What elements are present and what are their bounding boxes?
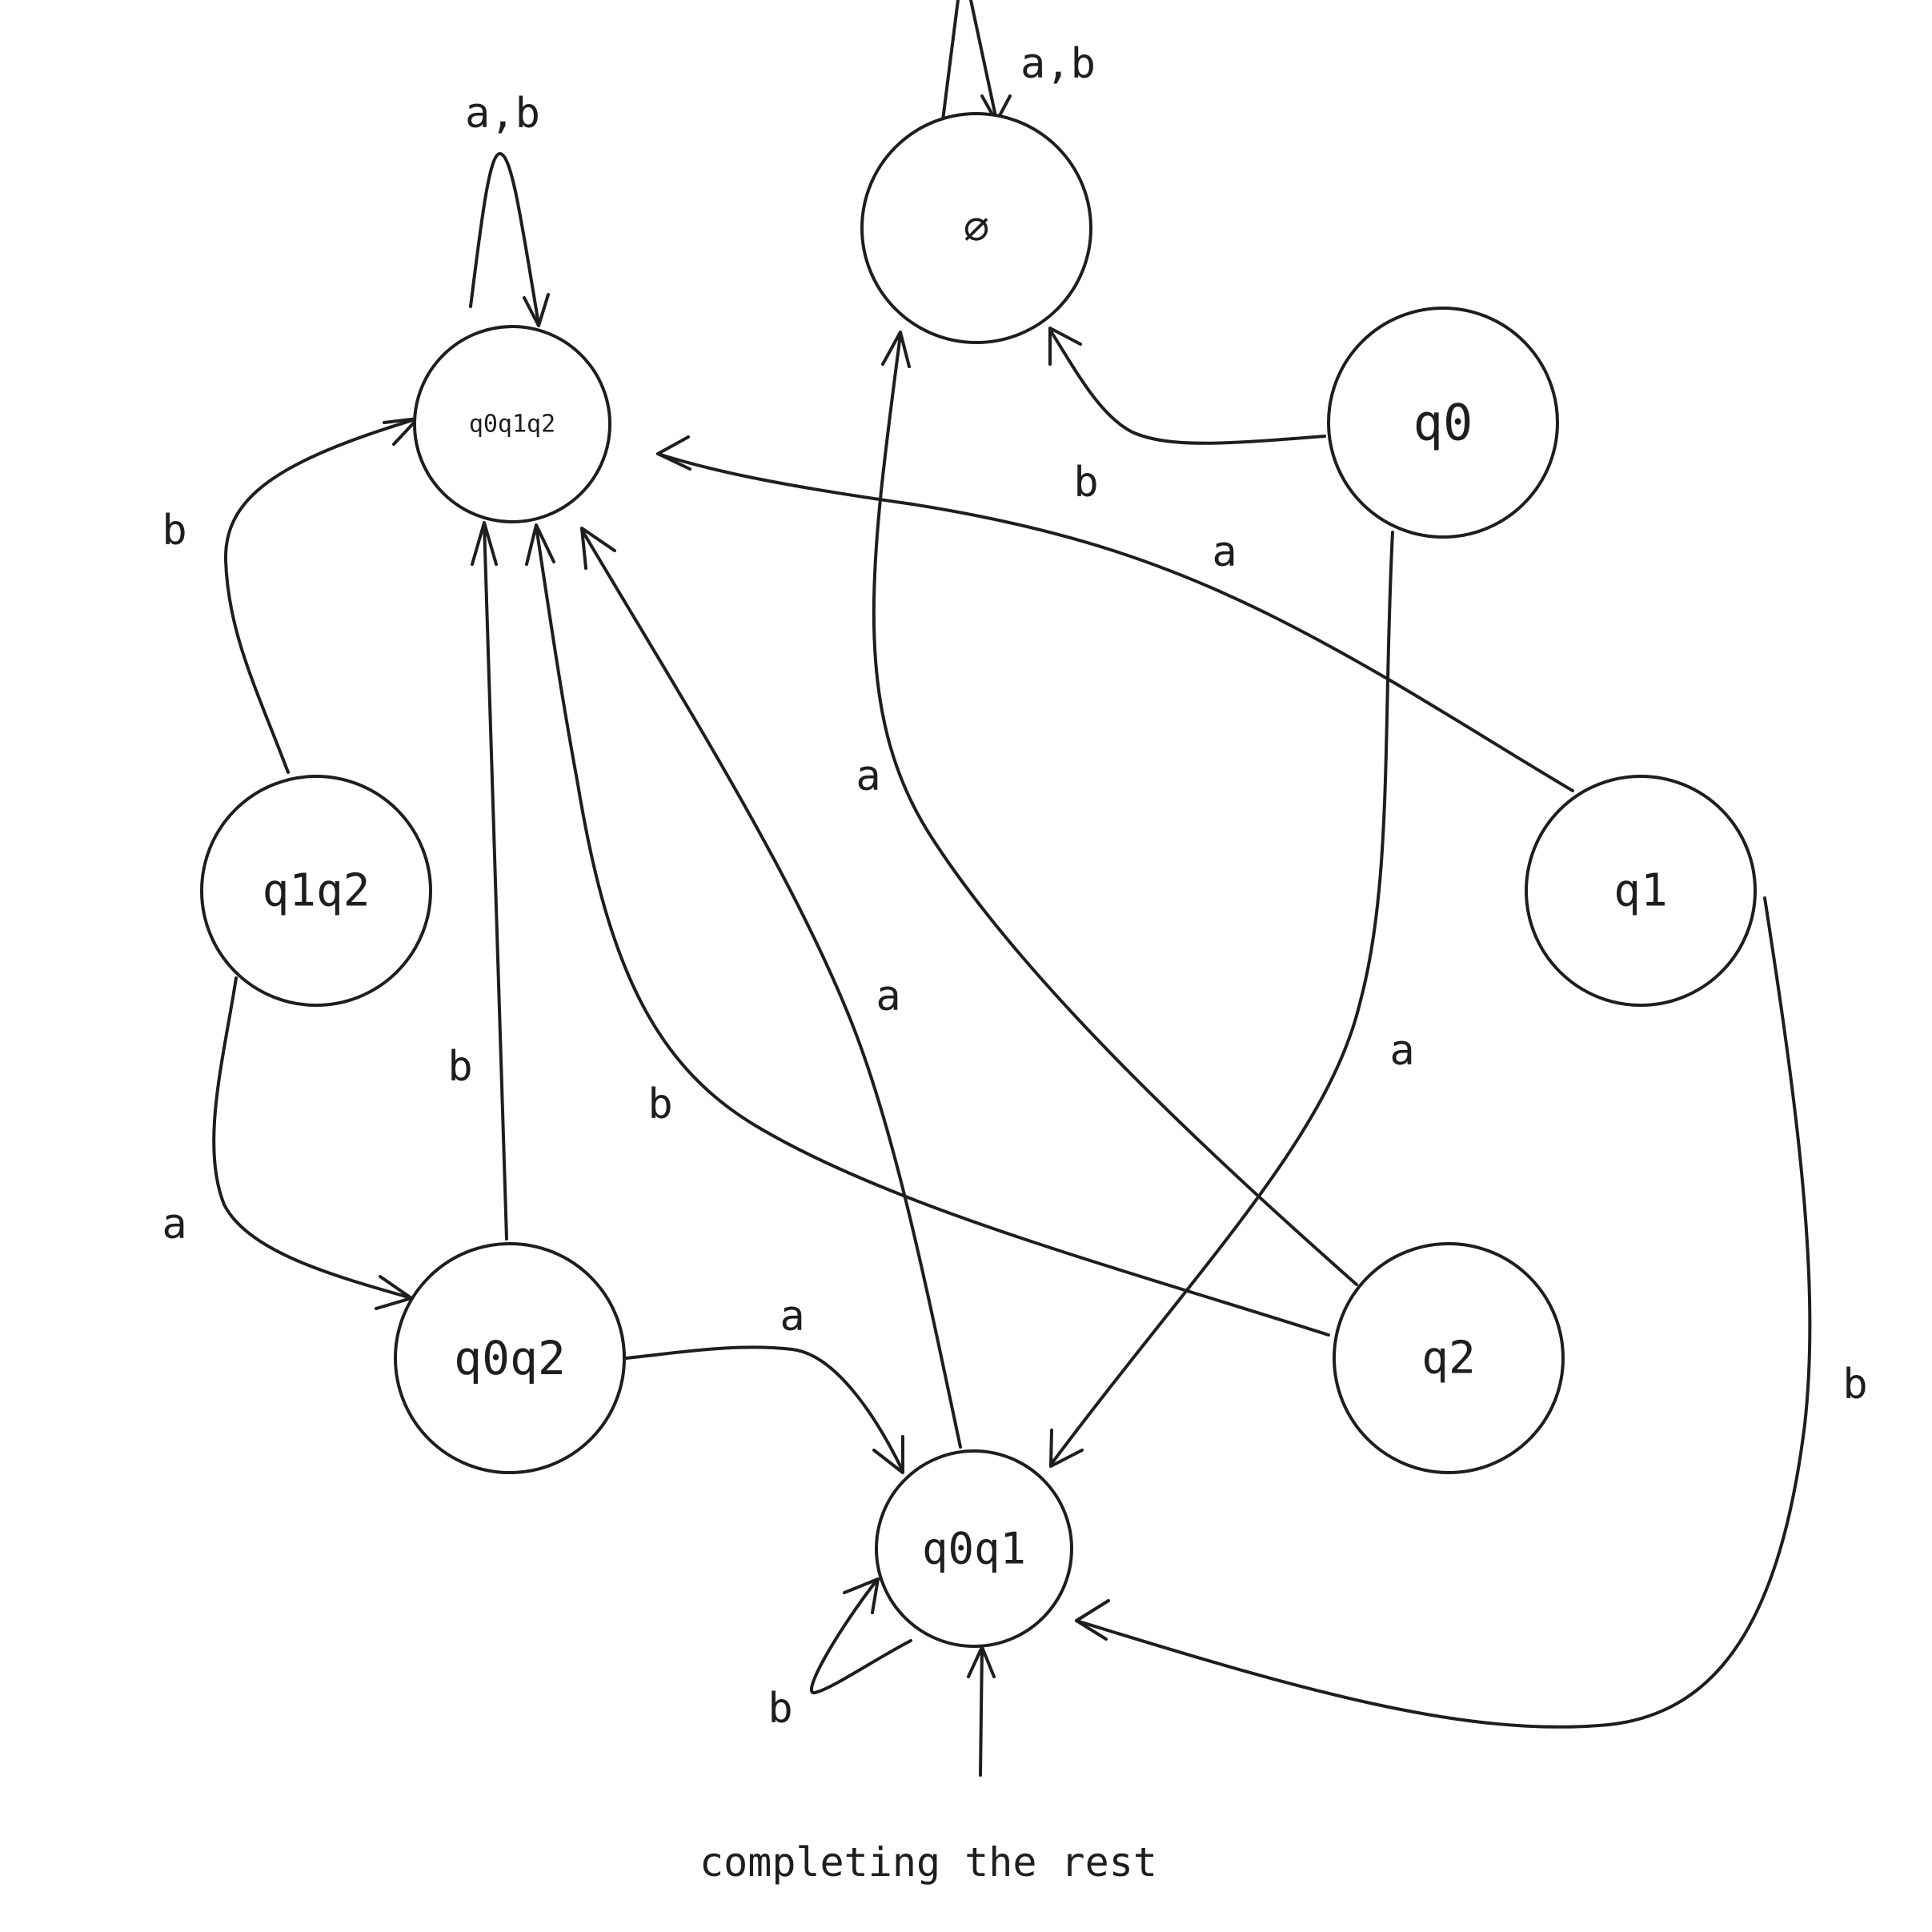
edge-q1-to-q0q1	[1075, 896, 1812, 1729]
state-label: q1	[1613, 865, 1667, 917]
edge-label: b	[647, 1080, 672, 1128]
edge-label: a	[856, 752, 880, 800]
edge-label: a,b	[1020, 40, 1096, 88]
state-label: q0q2	[454, 1331, 566, 1385]
arrowhead-icon	[1049, 1429, 1084, 1468]
edge-label: a	[780, 1293, 804, 1341]
arrowhead-icon	[656, 435, 691, 471]
edge-q0-to-empty	[1048, 328, 1326, 445]
edge-label: b	[768, 1685, 792, 1733]
state-q0q1q2: q0q1q2	[413, 325, 611, 523]
edge-empty-self-loop	[941, 0, 960, 122]
edge-label: b	[447, 1043, 472, 1091]
edge-empty-self-loop	[969, 0, 998, 122]
edge-label: a	[162, 1200, 186, 1249]
state-label: q0	[1413, 394, 1473, 452]
edge-label: b	[1073, 459, 1098, 507]
state-label: q0q1q2	[469, 411, 555, 439]
state-empty: ∅	[860, 112, 1092, 344]
state-label: ∅	[964, 203, 990, 254]
edge-q0q2-to-q0q1q2	[483, 523, 508, 1241]
arrowhead-icon	[523, 293, 550, 327]
edge-label: a	[1212, 528, 1237, 576]
arrowhead-icon	[843, 1577, 880, 1614]
arrowhead-icon	[525, 523, 555, 566]
state-q1: q1	[1525, 775, 1757, 1007]
edge-q1-to-q0q1q2	[656, 452, 1574, 792]
edge-q1q2-to-q0q1q2	[223, 417, 419, 774]
edge-label: a,b	[465, 90, 540, 138]
edge-label: a	[876, 972, 900, 1020]
state-label: q0q1	[922, 1524, 1026, 1574]
edge-q1q2-to-q0q2	[212, 976, 413, 1300]
edge-label: b	[1842, 1361, 1867, 1409]
arrowhead-icon	[1048, 327, 1082, 366]
edge-q0q1-self-loop	[809, 1579, 912, 1694]
state-label: q1q2	[263, 865, 371, 917]
edge-label: b	[162, 507, 186, 555]
edge-q0q2-to-q0q1	[624, 1345, 904, 1473]
state-q0q1: q0q1	[875, 1449, 1073, 1648]
arrowhead-icon	[471, 521, 498, 566]
edge-label: a	[1389, 1027, 1414, 1075]
state-q0: q0	[1327, 307, 1559, 539]
edge-q0q1-to-q0q1q2	[580, 528, 962, 1449]
state-q0q2: q0q2	[394, 1242, 626, 1474]
arrowhead-icon	[872, 1435, 904, 1474]
edge-q2-to-empty	[872, 333, 1358, 1286]
edge-q0q1q2-self-loop	[469, 152, 540, 326]
arrowhead-icon	[1075, 1599, 1110, 1641]
state-label: q2	[1421, 1333, 1475, 1385]
arrowhead-icon	[881, 331, 911, 368]
state-q1q2: q1q2	[200, 775, 432, 1007]
start-arrow	[979, 1647, 984, 1777]
edge-q0-to-q0q1	[1049, 531, 1394, 1466]
arrowhead-icon	[580, 527, 616, 570]
state-q2: q2	[1333, 1242, 1565, 1474]
caption: completing the rest	[699, 1839, 1157, 1886]
edge-q2-to-q0q1q2	[535, 525, 1330, 1337]
